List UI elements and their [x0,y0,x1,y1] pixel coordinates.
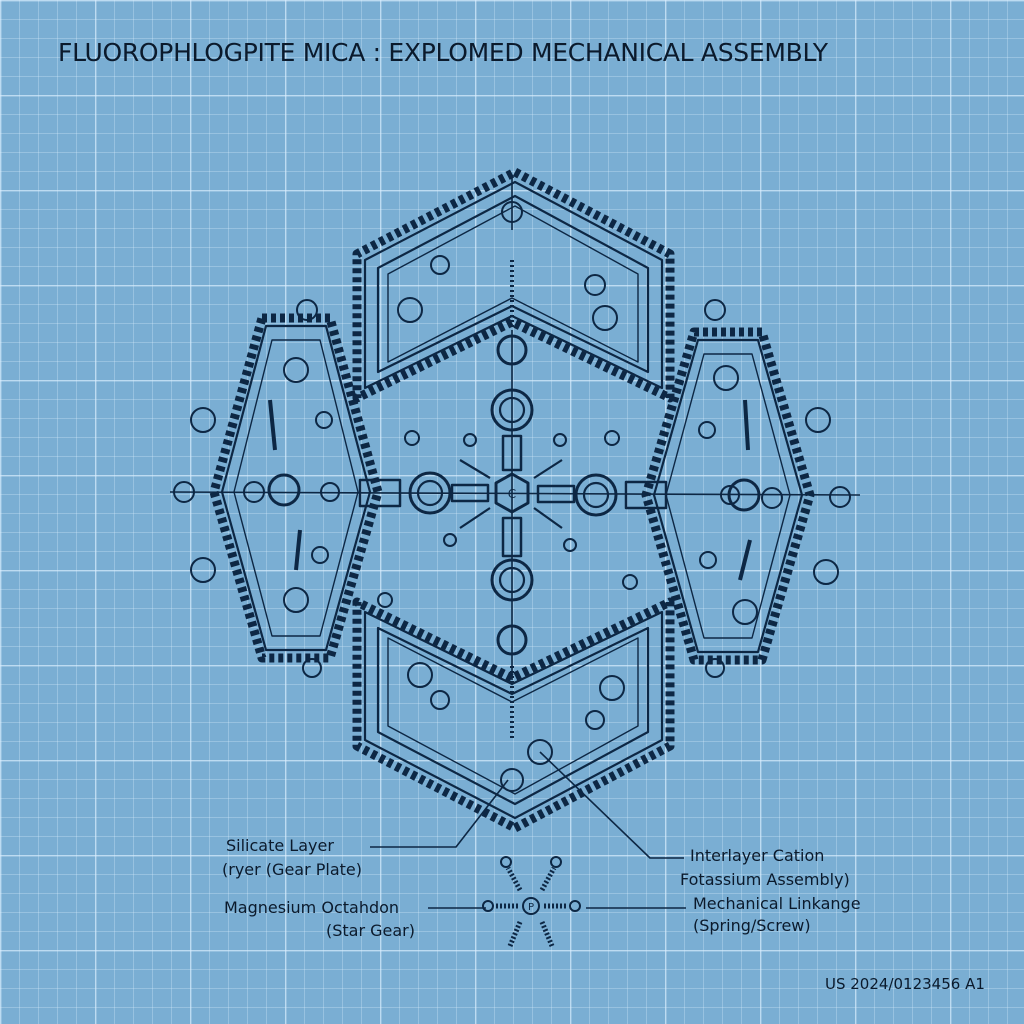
label-magnesium-sub: (Star Gear) [325,921,415,940]
bottom-gear-plate [352,597,675,833]
central-hub [358,260,668,740]
label-magnesium: Magnesium Octahdon [224,898,400,917]
page-title: FLUOROPHLOGPITE MICA : EXPLOMED MECHANIC… [58,38,828,67]
svg-text:P: P [528,902,534,913]
fasteners [173,201,851,792]
hub-letter: C [508,487,516,501]
label-silicate-layer: Silicate Layer [226,836,334,855]
label-mechanical-linkage-sub: (Spring/Screw) [693,916,811,935]
label-mechanical-linkage: Mechanical Linkange [693,894,861,913]
label-interlayer-cation-sub: Fotassium Assembly) [680,870,850,889]
patent-number: US 2024/0123456 A1 [825,975,985,993]
star-gear-icon: P [482,856,581,947]
label-interlayer-cation: Interlayer Cation [690,846,825,865]
label-silicate-layer-sub: (ryer (Gear Plate) [222,860,363,879]
leader-lines [370,751,686,909]
